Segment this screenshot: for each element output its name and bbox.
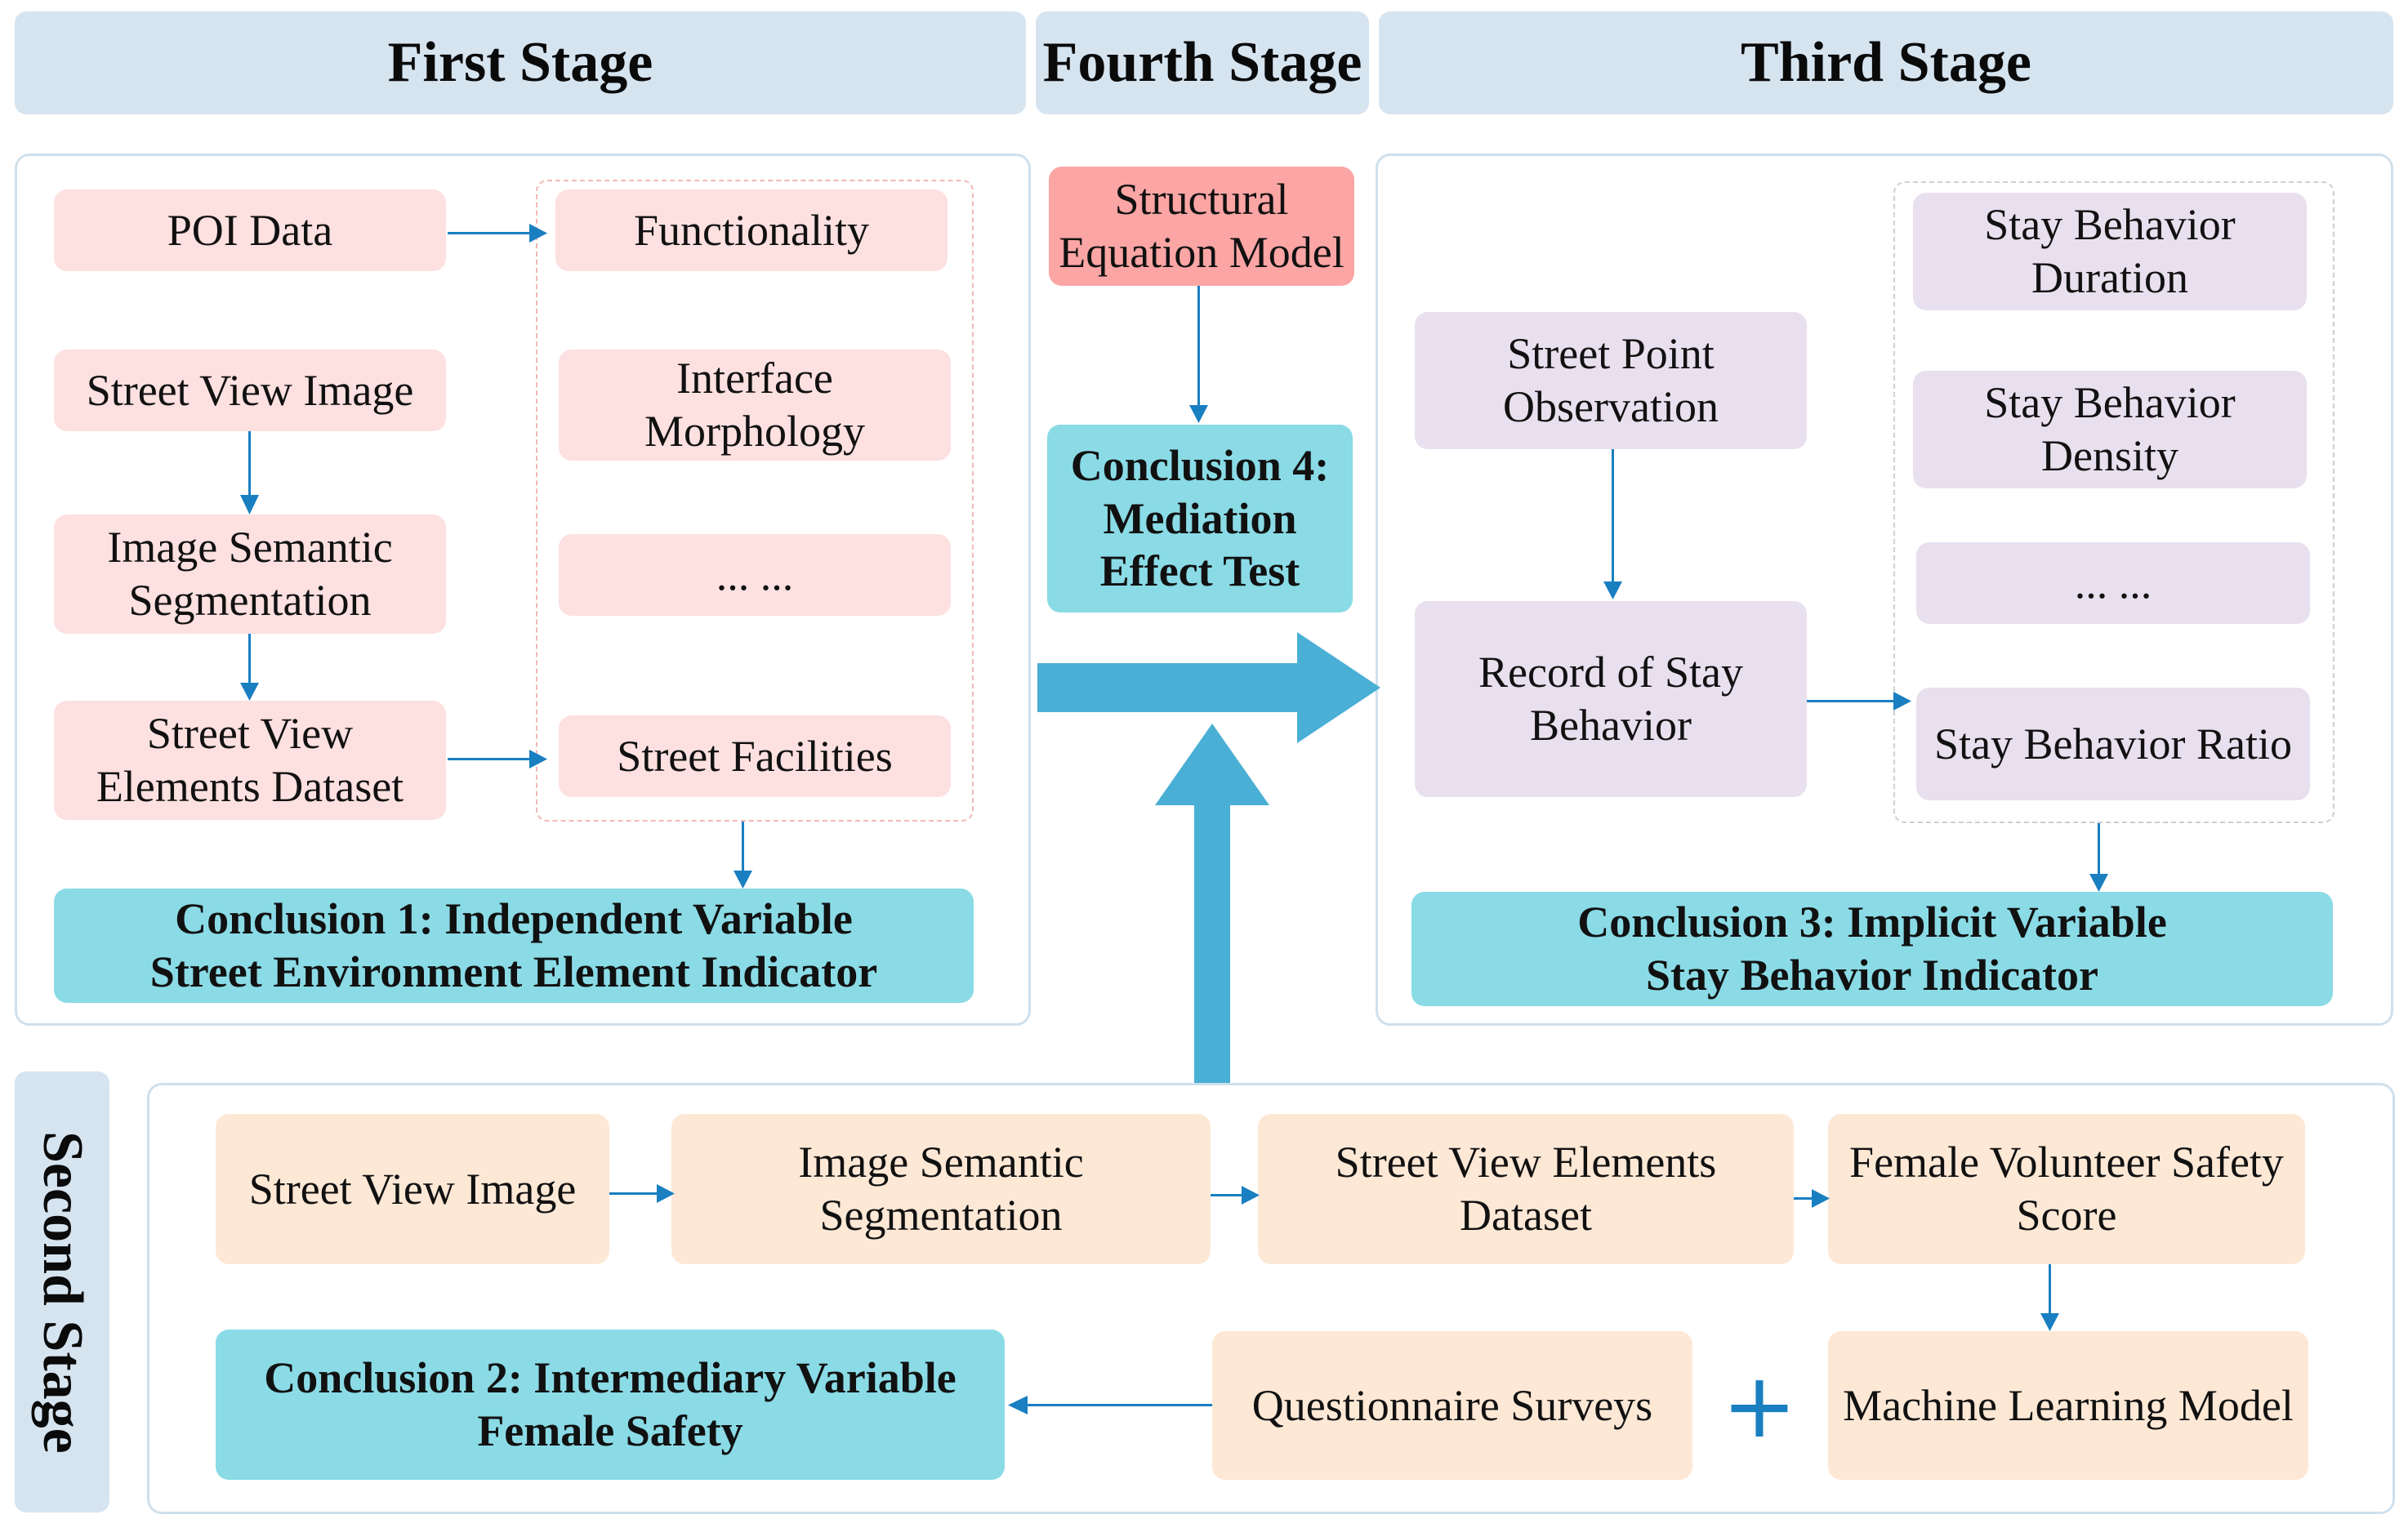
- ml-model-label: Machine Learning Model: [1843, 1380, 2294, 1430]
- conclusion-2-line1: Conclusion 2: Intermediary Variable: [264, 1353, 957, 1403]
- sem-box: Structural Equation Model: [1049, 167, 1354, 286]
- conclusion-3-line2: Stay Behavior Indicator: [1645, 951, 2099, 1000]
- street-view-image-label: Street View Image: [86, 365, 414, 415]
- conclusion-1-box: Conclusion 1: Independent Variable Stree…: [54, 889, 974, 1003]
- plus-label: +: [1721, 1353, 1798, 1458]
- record-stay-behavior-box: Record of Stay Behavior: [1415, 601, 1807, 797]
- stay-ratio-box: Stay Behavior Ratio: [1916, 688, 2310, 800]
- first-ellipsis-box: ... ...: [559, 534, 951, 616]
- safety-score-label: Female Volunteer Safety Score: [1849, 1138, 2284, 1240]
- street-point-observation-box: Street Point Observation: [1415, 312, 1807, 449]
- fourth-stage-title: Fourth Stage: [1042, 31, 1362, 94]
- image-segmentation-label: Image Semantic Segmentation: [107, 523, 393, 625]
- conclusion-1-line1: Conclusion 1: Independent Variable: [175, 894, 853, 944]
- second-elements-dataset-label: Street View Elements Dataset: [1335, 1138, 1717, 1240]
- sem-label: Structural Equation Model: [1059, 175, 1344, 277]
- functionality-label: Functionality: [634, 205, 869, 255]
- elements-dataset-label: Street View Elements Dataset: [96, 709, 404, 811]
- street-point-observation-label: Street Point Observation: [1503, 329, 1719, 431]
- safety-score-box: Female Volunteer Safety Score: [1828, 1114, 2305, 1264]
- conclusion-1-line2: Street Environment Element Indicator: [149, 947, 878, 996]
- thin-arrows: [240, 224, 2108, 1414]
- third-stage-indicator-group: [1893, 181, 2334, 823]
- conclusion-3-box: Conclusion 3: Implicit Variable Stay Beh…: [1411, 892, 2333, 1006]
- fourth-stage-header: Fourth Stage: [1036, 11, 1369, 114]
- conclusion-3-line1: Conclusion 3: Implicit Variable: [1577, 898, 2167, 947]
- first-ellipsis-label: ... ...: [716, 550, 794, 599]
- ml-model-box: Machine Learning Model: [1828, 1331, 2308, 1480]
- image-segmentation-box: Image Semantic Segmentation: [54, 515, 446, 634]
- second-street-view-image-box: Street View Image: [216, 1114, 609, 1264]
- big-arrows: [1037, 632, 1380, 1083]
- third-stage-header: Third Stage: [1379, 11, 2393, 114]
- stay-duration-label: Stay Behavior Duration: [1984, 200, 2236, 302]
- street-facilities-label: Street Facilities: [617, 731, 893, 781]
- plus-icon: +: [1719, 1353, 1800, 1458]
- conclusion-4-line3: Effect Test: [1099, 546, 1300, 596]
- street-view-image-box: Street View Image: [54, 350, 446, 431]
- first-stage-title: First Stage: [387, 31, 653, 94]
- third-ellipsis-label: ... ...: [2074, 558, 2152, 608]
- second-stage-header: Second Stage: [15, 1071, 109, 1512]
- conclusion-4-line1: Conclusion 4:: [1070, 440, 1330, 490]
- street-facilities-box: Street Facilities: [559, 715, 951, 797]
- interface-morphology-box: Interface Morphology: [559, 350, 951, 461]
- stay-density-label: Stay Behavior Density: [1984, 378, 2236, 480]
- conclusion-4-line2: Mediation: [1103, 493, 1297, 543]
- third-ellipsis-box: ... ...: [1916, 542, 2310, 624]
- stay-ratio-label: Stay Behavior Ratio: [1934, 719, 2292, 768]
- big-up-arrow: [1155, 724, 1269, 1083]
- stay-density-box: Stay Behavior Density: [1913, 371, 2307, 488]
- conclusion-2-line2: Female Safety: [477, 1406, 743, 1455]
- third-stage-title: Third Stage: [1741, 31, 2031, 94]
- interface-morphology-label: Interface Morphology: [644, 354, 865, 456]
- questionnaire-box: Questionnaire Surveys: [1212, 1331, 1692, 1480]
- stay-duration-box: Stay Behavior Duration: [1913, 193, 2307, 310]
- functionality-box: Functionality: [555, 189, 948, 271]
- conclusion-2-box: Conclusion 2: Intermediary Variable Fema…: [216, 1330, 1005, 1480]
- first-stage-header: First Stage: [15, 11, 1026, 114]
- poi-data-box: POI Data: [54, 189, 446, 271]
- second-street-view-image-label: Street View Image: [248, 1164, 577, 1214]
- elements-dataset-box: Street View Elements Dataset: [54, 701, 446, 820]
- big-right-arrow: [1037, 632, 1380, 743]
- record-stay-behavior-label: Record of Stay Behavior: [1478, 648, 1743, 750]
- poi-data-label: POI Data: [167, 205, 333, 255]
- second-image-segmentation-box: Image Semantic Segmentation: [671, 1114, 1211, 1264]
- second-stage-title: Second Stage: [31, 1130, 94, 1454]
- first-stage-indicator-group: [536, 180, 974, 822]
- questionnaire-label: Questionnaire Surveys: [1251, 1380, 1653, 1430]
- second-image-segmentation-label: Image Semantic Segmentation: [798, 1138, 1084, 1240]
- conclusion-4-box: Conclusion 4: Mediation Effect Test: [1047, 425, 1353, 613]
- second-elements-dataset-box: Street View Elements Dataset: [1258, 1114, 1794, 1264]
